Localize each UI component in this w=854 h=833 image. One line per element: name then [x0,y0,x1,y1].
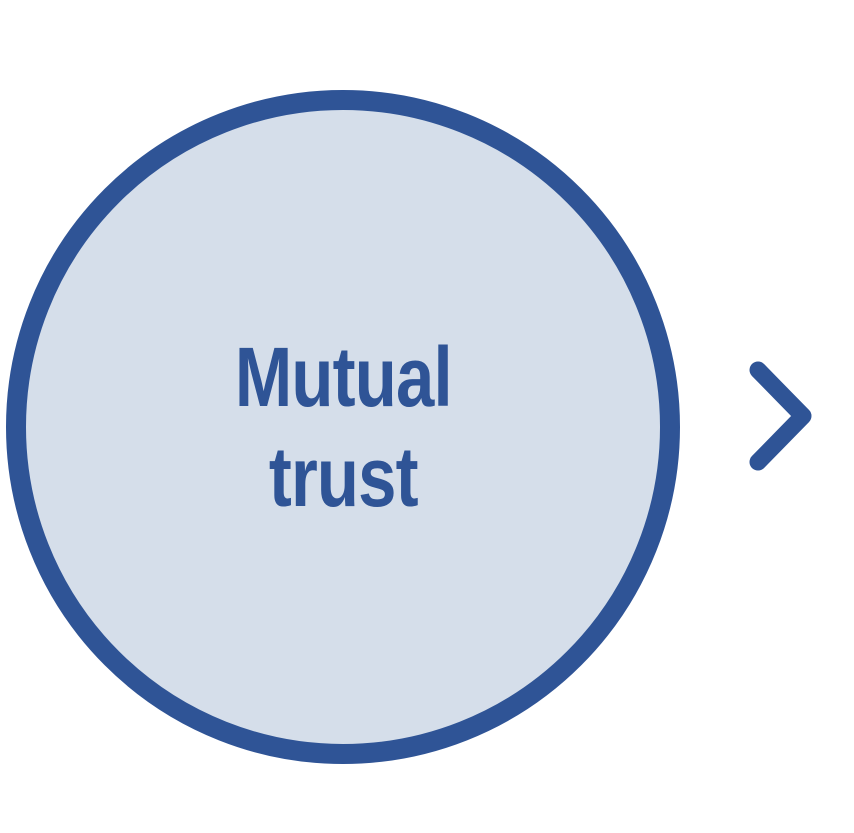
node-label-line1: Mutual [234,330,453,424]
node-label: Mutual trust [234,327,453,527]
mutual-trust-node: Mutual trust [6,90,680,764]
chevron-right-icon [749,361,812,471]
node-label-line2: trust [268,430,419,524]
